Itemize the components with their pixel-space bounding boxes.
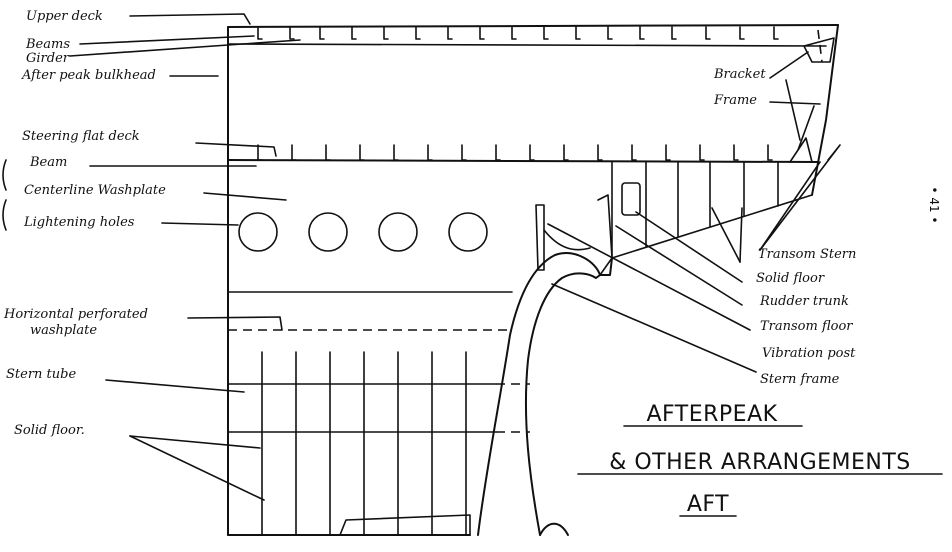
lightening-hole	[238, 212, 278, 252]
margin-mark	[2, 199, 7, 231]
label-stern-frame: Stern frame	[760, 372, 840, 387]
leader-lines	[69, 13, 841, 501]
page-number: • 41 •	[927, 186, 941, 223]
upper-deck-line	[227, 24, 839, 28]
label-transom-stern: Transom Stern	[758, 247, 856, 262]
steering-flat-beams	[257, 144, 773, 161]
steering-flat-deck-line	[227, 159, 819, 163]
upper-beams	[257, 26, 779, 40]
label-stern-tube: Stern tube	[6, 367, 76, 382]
labels: Upper deck Beams Girder After peak bulkh…	[3, 9, 856, 438]
lightening-hole	[378, 212, 418, 252]
stern-outline	[811, 24, 839, 196]
label-after-peak-bulkhead: After peak bulkhead	[21, 68, 156, 83]
stern-frame-shape	[477, 194, 613, 536]
label-lightening-holes: Lightening holes	[23, 215, 135, 230]
lower-bracket	[789, 137, 813, 163]
label-solid-floor-left: Solid floor.	[14, 423, 85, 438]
label-upper-deck: Upper deck	[26, 9, 103, 24]
label-frame: Frame	[713, 93, 757, 108]
label-centerline-washplate: Centerline Washplate	[24, 183, 166, 198]
label-bracket: Bracket	[713, 67, 766, 82]
girder-line	[227, 43, 827, 47]
label-rudder-trunk: Rudder trunk	[759, 294, 849, 309]
bracket-shape	[803, 29, 835, 63]
lightening-hole	[448, 212, 488, 252]
lightening-holes	[238, 212, 488, 252]
label-vibration-post: Vibration post	[762, 346, 856, 361]
label-beams: Beams	[25, 37, 70, 52]
label-solid-floor-right: Solid floor	[756, 271, 825, 286]
transom-floors	[611, 161, 779, 259]
label-transom-floor: Transom floor	[760, 319, 853, 334]
title-line-3: AFT	[687, 492, 729, 517]
title-line-2: & OTHER ARRANGEMENTS	[609, 450, 911, 475]
lightening-hole	[308, 212, 348, 252]
label-beam: Beam	[29, 155, 67, 170]
keel-shoe	[339, 514, 471, 536]
rudder-trunk-shape	[621, 182, 641, 216]
diagram-title: AFTERPEAK & OTHER ARRANGEMENTS AFT	[577, 402, 943, 517]
title-line-1: AFTERPEAK	[646, 402, 777, 427]
margin-mark	[2, 159, 7, 191]
label-horizontal-perforated: Horizontal perforated	[3, 307, 148, 322]
solid-floors-lower	[261, 351, 467, 536]
label-washplate: washplate	[30, 323, 97, 338]
label-steering-flat-deck: Steering flat deck	[22, 129, 140, 144]
label-girder: Girder	[26, 51, 70, 66]
